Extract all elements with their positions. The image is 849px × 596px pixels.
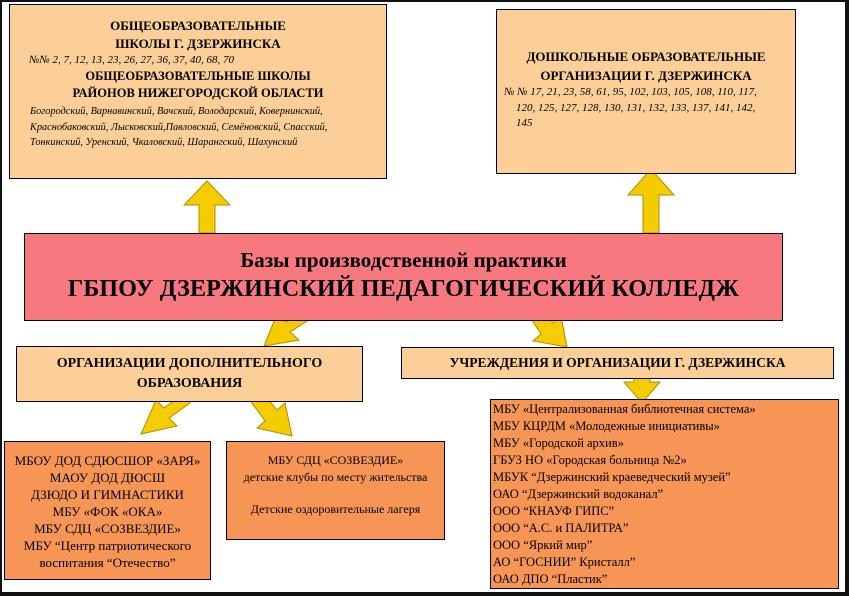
sport-org-line: МАОУ ДОД ДЮСШ: [49, 470, 166, 485]
center-title-line1: Базы производственной практики: [240, 248, 567, 272]
preschool-numbers-line2: 120, 125, 127, 128, 130, 131, 132, 133, …: [516, 101, 756, 114]
region-list: Богородский, Варнавинский, Вачский, Воло…: [10, 102, 386, 151]
city-orgs-list: МБУ «Централизованная библиотечная систе…: [491, 401, 838, 588]
city-org-line: МБУК “Дзержинский краеведческий музей”: [493, 470, 731, 484]
city-org-line: МБУ «Городской архив»: [493, 436, 624, 450]
region-list-line1: Богородский, Варнавинский, Вачский, Воло…: [30, 106, 323, 117]
city-org-line: МБУ КЦРДМ «Молодежные инициативы»: [493, 419, 720, 433]
schools-numbers: №№ 2, 7, 12, 13, 23, 26, 27, 36, 37, 40,…: [29, 54, 234, 66]
extra-education-box: ОРГАНИЗАЦИИ ДОПОЛНИТЕЛЬНОГО ОБРАЗОВАНИЯ: [16, 346, 363, 402]
preschool-title-line1: ДОШКОЛЬНЫЕ ОБРАЗОВАТЕЛЬНЫЕ: [526, 49, 766, 64]
city-org-line: МБУ «Централизованная библиотечная систе…: [493, 402, 756, 416]
region-list-line2: Краснобаковский, Лысковский,Павловский, …: [30, 121, 328, 133]
schools-box: ОБЩЕОБРАЗОВАТЕЛЬНЫЕ ШКОЛЫ Г. ДЗЕРЖИНСКА …: [9, 4, 387, 179]
city-org-line: ООО “Яркий мир”: [493, 538, 593, 552]
sdc-line3: Детские оздоровительные лагеря: [250, 502, 421, 516]
center-title-box: Базы производственной практики ГБПОУ ДЗЕ…: [24, 233, 783, 321]
city-org-line: АО “ГОСНИИ” Кристалл”: [493, 555, 636, 569]
sport-orgs-box: МБОУ ДОД СДЮСШОР «ЗАРЯ» МАОУ ДОД ДЮСШ ДЗ…: [4, 441, 211, 580]
sport-org-line: МБОУ ДОД СДЮСШОР «ЗАРЯ»: [14, 453, 201, 468]
preschool-title-line2: ОРГАНИЗАЦИИ Г. ДЗЕРЖИНСКА: [540, 68, 752, 83]
sdc-box: МБУ СДЦ «СОЗВЕЗДИЕ» детские клубы по мес…: [226, 441, 445, 540]
sdc-line1: МБУ СДЦ «СОЗВЕЗДИЕ»: [267, 453, 404, 467]
schools-title-line1: ОБЩЕОБРАЗОВАТЕЛЬНЫЕ: [110, 18, 286, 33]
center-title-line2: ГБПОУ ДЗЕРЖИНСКИЙ ПЕДАГОГИЧЕСКИЙ КОЛЛЕДЖ: [67, 276, 740, 302]
extra-education-title-line2: ОБРАЗОВАНИЯ: [136, 376, 243, 391]
sdc-list: МБУ СДЦ «СОЗВЕЗДИЕ» детские клубы по мес…: [227, 452, 444, 518]
sdc-line2: детские клубы по месту жительства: [243, 470, 428, 484]
city-org-line: ГБУЗ НО «Городская больница №2»: [493, 453, 687, 467]
institutions-box: УЧРЕЖДЕНИЯ И ОРГАНИЗАЦИИ Г. ДЗЕРЖИНСКА: [401, 347, 834, 379]
institutions-title: УЧРЕЖДЕНИЯ И ОРГАНИЗАЦИИ Г. ДЗЕРЖИНСКА: [449, 355, 786, 370]
region-list-line3: Тонкинский, Уренский, Чкаловский, Шаранг…: [30, 137, 298, 148]
city-orgs-box: МБУ «Централизованная библиотечная систе…: [490, 399, 839, 589]
city-org-line: ОАО “Дзержинский водоканал”: [493, 487, 664, 501]
region-title-line1: ОБЩЕОБРАЗОВАТЕЛЬНЫЕ ШКОЛЫ: [85, 69, 311, 83]
extra-education-title-line1: ОРГАНИЗАЦИИ ДОПОЛНИТЕЛЬНОГО: [56, 356, 323, 371]
sport-orgs-list: МБОУ ДОД СДЮСШОР «ЗАРЯ» МАОУ ДОД ДЮСШ ДЗ…: [5, 452, 210, 571]
sport-org-line: МБУ СДЦ «СОЗВЕЗДИЕ»: [34, 521, 181, 536]
sport-org-line: МБУ “Центр патриотического: [23, 538, 192, 553]
sport-org-line: МБУ «ФОК «ОКА»: [52, 504, 163, 519]
city-org-line: ООО “КНАУФ ГИПС”: [493, 504, 615, 518]
arrow-to-sport: [140, 392, 191, 435]
schools-title-line2: ШКОЛЫ Г. ДЗЕРЖИНСКА: [115, 36, 281, 51]
sport-org-line: воспитания “Отечество”: [39, 555, 176, 570]
city-org-line: ОАО ДПО “Пластик”: [493, 572, 608, 586]
arrow-up-schools: [182, 180, 232, 234]
sport-org-line: ДЗЮДО И ГИМНАСТИКИ: [31, 487, 184, 502]
preschool-numbers-line1: № № 17, 21, 23, 58, 61, 95, 102, 103, 10…: [504, 86, 757, 98]
arrow-up-preschool: [626, 168, 676, 234]
preschool-numbers: № № 17, 21, 23, 58, 61, 95, 102, 103, 10…: [497, 85, 795, 132]
preschool-numbers-line3: 145: [516, 117, 533, 129]
preschool-box: ДОШКОЛЬНЫЕ ОБРАЗОВАТЕЛЬНЫЕ ОРГАНИЗАЦИИ Г…: [496, 9, 796, 174]
city-org-line: ООО “А.С. и ПАЛИТРА”: [493, 521, 629, 535]
region-title-line2: РАЙОНОВ НИЖЕГОРОДСКОЙ ОБЛАСТИ: [72, 86, 324, 100]
